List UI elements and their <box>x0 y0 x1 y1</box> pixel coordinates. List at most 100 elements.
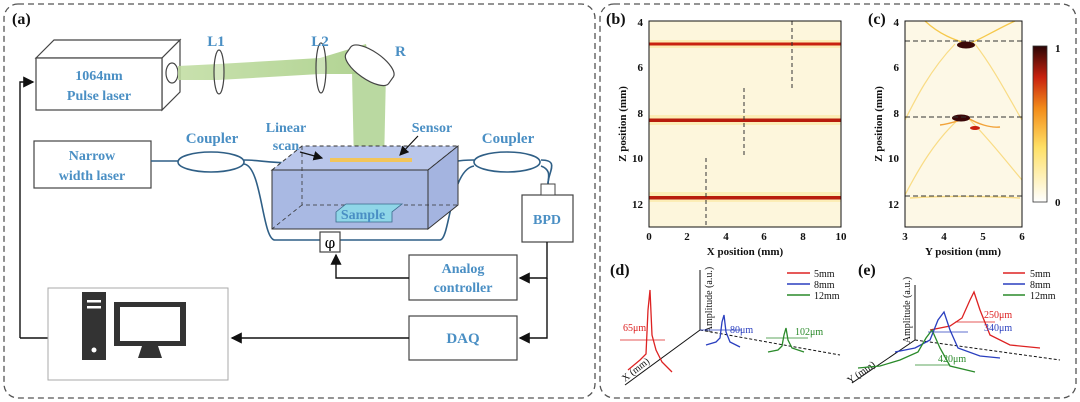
b-xtick-2: 2 <box>684 231 690 243</box>
lens-l2-label: L2 <box>311 34 329 50</box>
d-ann-2: 80μm <box>730 325 753 336</box>
coupler-right <box>473 151 541 173</box>
sensor-arrow <box>399 135 419 156</box>
bpd-label: BPD <box>533 213 561 228</box>
phase-modulator <box>319 231 341 253</box>
d-ann-3: 102μm <box>795 327 823 338</box>
d-legend: 5mm 8mm 12mm <box>787 269 840 302</box>
e-ann-3: 420μm <box>938 354 966 365</box>
e-legend: 5mm 8mm 12mm <box>1003 269 1056 302</box>
colorbar-min: 0 <box>1055 197 1061 209</box>
b-xtick-5: 8 <box>800 231 806 243</box>
colorbar-max: 1 <box>1055 43 1061 55</box>
bpd-box <box>521 194 574 243</box>
b-yticks: 4 6 8 10 12 <box>632 17 644 211</box>
phi-label: φ <box>325 234 336 252</box>
sensor-strip <box>330 158 412 162</box>
bpd-port <box>540 183 556 196</box>
panel-b-label: (b) <box>606 11 626 28</box>
d-legend-1: 5mm <box>814 269 835 280</box>
d-xlabel: X (mm) <box>620 356 652 384</box>
c-ytick-3: 8 <box>894 108 900 120</box>
d-traces <box>620 289 808 373</box>
c-xtick-1: 3 <box>902 231 908 243</box>
heatmap-b <box>648 20 842 228</box>
e-ylabel: Amplitude (a.u.) <box>902 277 913 343</box>
laser-label-1: 1064nm <box>75 69 123 84</box>
c-xlabel: Y position (mm) <box>925 246 1001 258</box>
sensor-label: Sensor <box>412 121 452 136</box>
panel-e-label: (e) <box>858 262 876 279</box>
b-xlabel: X position (mm) <box>707 246 784 258</box>
water-tank <box>270 144 460 231</box>
coupler-right-label: Coupler <box>482 131 535 147</box>
d-axes <box>624 270 841 386</box>
c-xtick-4: 6 <box>1019 231 1025 243</box>
panel-a-frame <box>3 3 596 399</box>
narrow-laser-2: width laser <box>59 169 126 184</box>
b-xtick-4: 6 <box>761 231 767 243</box>
c-xtick-3: 5 <box>980 231 986 243</box>
lens-l1 <box>213 49 225 95</box>
c-ytick-4: 10 <box>888 153 900 165</box>
mirror-label: R <box>395 44 406 60</box>
analog-controller-box <box>408 254 518 301</box>
b-xtick-6: 10 <box>836 231 848 243</box>
b-xtick-1: 0 <box>646 231 652 243</box>
panel-a-label: (a) <box>12 11 31 28</box>
scan-arrow <box>299 151 324 161</box>
e-traces <box>857 290 1041 373</box>
e-legend-3: 12mm <box>1030 291 1056 302</box>
d-legend-2: 8mm <box>814 280 835 291</box>
pulse-laser <box>34 38 182 112</box>
lens-l2 <box>315 42 327 94</box>
panels-right-frame <box>599 3 1077 399</box>
b-ylabel: Z position (mm) <box>617 86 629 162</box>
c-ytick-5: 12 <box>888 199 900 211</box>
b-ytick-4: 10 <box>632 153 644 165</box>
e-axes <box>851 285 1061 384</box>
coupler-left <box>177 151 245 173</box>
b-ytick-3: 8 <box>638 108 644 120</box>
signal-lines <box>19 76 548 344</box>
heatmap-c <box>904 20 1023 228</box>
c-ylabel: Z position (mm) <box>873 86 885 162</box>
e-legend-2: 8mm <box>1030 280 1051 291</box>
d-ylabel: Amplitude (a.u.) <box>704 267 715 333</box>
analog-label-1: Analog <box>442 262 485 277</box>
d-ann-1: 65μm <box>623 323 646 334</box>
e-ann-1: 250μm <box>984 310 1012 321</box>
beam-horizontal <box>178 44 372 80</box>
linear-scan-2: scan <box>273 139 300 154</box>
colorbar <box>1032 45 1048 203</box>
b-ytick-1: 4 <box>638 17 644 29</box>
sample-block <box>335 203 404 223</box>
b-ytick-5: 12 <box>632 199 644 211</box>
linear-scan-1: Linear <box>266 121 306 136</box>
c-xtick-2: 4 <box>941 231 947 243</box>
narrow-laser-1: Narrow <box>69 149 116 164</box>
c-yticks: 4 6 8 10 12 <box>888 17 900 211</box>
panel-d-label: (d) <box>610 262 630 279</box>
computer-icon <box>82 292 186 360</box>
c-xticks: 3 4 5 6 <box>902 231 1025 243</box>
e-xlabel: Y (mm) <box>845 359 877 386</box>
b-ytick-2: 6 <box>638 62 644 74</box>
narrow-laser-box <box>33 140 152 189</box>
daq-box <box>408 315 518 361</box>
b-xticks: 0 2 4 6 8 10 <box>646 231 847 243</box>
daq-label: DAQ <box>446 331 480 347</box>
mirror-r <box>344 44 395 87</box>
e-ann-2: 340μm <box>984 323 1012 334</box>
analog-label-2: controller <box>434 281 493 296</box>
beam-vertical <box>352 72 386 165</box>
d-legend-3: 12mm <box>814 291 840 302</box>
e-legend-1: 5mm <box>1030 269 1051 280</box>
sample-label: Sample <box>341 208 385 223</box>
c-ytick-2: 6 <box>894 62 900 74</box>
panel-c-label: (c) <box>868 11 886 28</box>
coupler-left-label: Coupler <box>186 131 239 147</box>
b-xtick-3: 4 <box>723 231 729 243</box>
laser-label-2: Pulse laser <box>67 89 131 104</box>
